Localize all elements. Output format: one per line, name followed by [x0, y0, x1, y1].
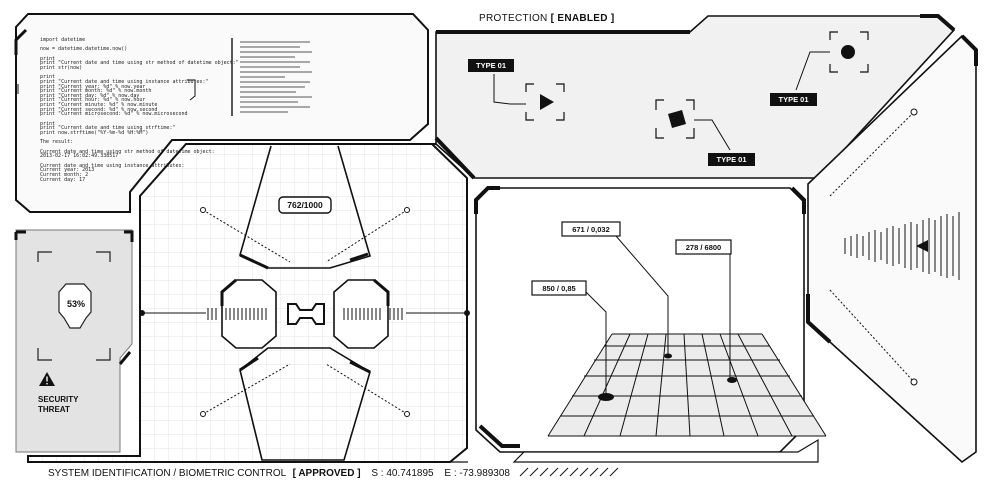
biometric-panel — [27, 143, 470, 463]
target-tag-2: TYPE 01 — [716, 155, 747, 164]
code-line: import datetime — [40, 37, 86, 43]
code-line: The result: — [40, 139, 74, 146]
security-percent: 53% — [67, 299, 86, 309]
code-line: print now.strftime("%Y-%m-%d %H:%M") — [40, 130, 149, 136]
latitude-readout: S : 40.741895 — [371, 468, 434, 479]
code-line: print "Current day: %d" % now.day — [40, 92, 140, 99]
code-line: 2013-02-17 16:02:49.338517 — [40, 153, 119, 160]
code-line: print "Current month: %d" % now.month — [40, 88, 152, 95]
code-line: Current date and time using instance att… — [40, 162, 185, 169]
code-redacted-lines — [240, 41, 312, 113]
code-line: Current year: 2013 — [40, 167, 95, 174]
system-identification-text: SYSTEM IDENTIFICATION / BIOMETRIC CONTRO… — [48, 468, 286, 479]
security-panel — [14, 229, 134, 453]
code-line: print — [40, 74, 56, 81]
target-diamond-icon — [668, 110, 686, 128]
play-icon — [540, 94, 554, 110]
target-tag-3: TYPE 01 — [778, 95, 809, 104]
shield-badge-icon — [58, 283, 92, 329]
targeting-panel — [434, 14, 956, 180]
protection-status: [ ENABLED ] — [550, 13, 615, 24]
code-line: print "Current minute: %d" % now.minute — [40, 102, 158, 109]
target-tag-1: TYPE 01 — [475, 61, 506, 70]
code-line: print "Current date and time using strft… — [40, 125, 176, 132]
code-line: print str(now) — [40, 64, 83, 71]
security-threat-line2: THREAT — [38, 405, 70, 414]
code-line: print "Current second: %d" % now.second — [40, 106, 158, 113]
code-line: Current month: 2 — [40, 171, 89, 178]
code-line: Current day: 17 — [40, 176, 86, 183]
scanner-panel — [806, 34, 978, 464]
code-line: print — [40, 55, 56, 62]
grid-label-1: 671 / 0,032 — [572, 225, 610, 234]
security-threat-line1: SECURITY — [38, 395, 79, 404]
grid-label-3: 850 / 0,85 — [542, 284, 576, 293]
code-line: now = datetime.datetime.now() — [40, 46, 128, 53]
code-line: Current date and time using str method o… — [40, 148, 215, 155]
code-line: print "Current microsecond: %d" % now.mi… — [40, 111, 188, 118]
code-line: print "Current year: %d" % now.year — [40, 83, 146, 90]
code-line: print "Current date and time using str m… — [40, 60, 239, 67]
approved-status: [ APPROVED ] — [292, 468, 361, 479]
protection-text: PROTECTION — [479, 13, 548, 24]
biometric-counter: 762/1000 — [287, 200, 323, 210]
longitude-readout: E : -73.989308 — [444, 468, 510, 479]
code-line: print "Current hour: %d" % now.hour — [40, 97, 146, 104]
protection-label: PROTECTION [ ENABLED ] — [479, 13, 615, 24]
code-line: print "Current date and time using insta… — [40, 78, 209, 85]
perspective-grid-panel — [474, 186, 827, 477]
code-line: print — [40, 120, 56, 127]
grid-label-2: 278 / 6800 — [685, 243, 722, 252]
code-panel-frame — [14, 13, 429, 213]
target-dot-icon — [841, 45, 855, 59]
footer-bar: SYSTEM IDENTIFICATION / BIOMETRIC CONTRO… — [48, 468, 510, 479]
